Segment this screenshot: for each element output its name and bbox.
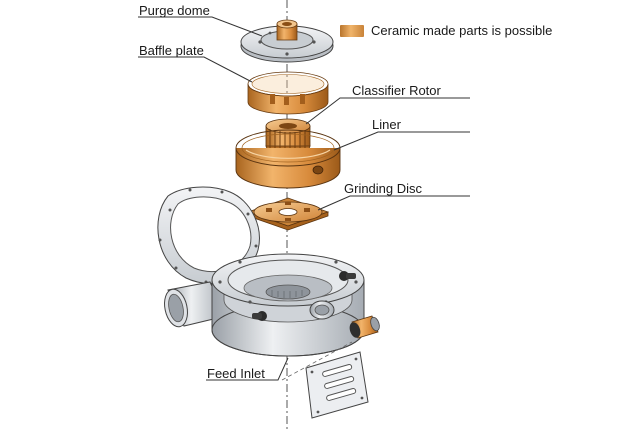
leader-liner <box>333 131 470 151</box>
inspection-plate-part <box>305 351 369 419</box>
leader-baffle-plate <box>138 56 253 83</box>
label-classifier-rotor: Classifier Rotor <box>352 83 441 98</box>
leader-purge-dome <box>138 16 263 37</box>
label-purge-dome: Purge dome <box>139 3 210 18</box>
leader-classifier-rotor <box>305 97 470 125</box>
label-baffle-plate: Baffle plate <box>139 43 204 58</box>
mill-housing-part <box>211 253 365 357</box>
grinding-disc-part <box>246 197 330 231</box>
classifier-rotor-part <box>265 118 311 154</box>
leader-lines <box>138 16 470 381</box>
label-feed-inlet: Feed Inlet <box>207 366 265 381</box>
leader-grinding-disc <box>317 195 470 211</box>
label-grinding-disc: Grinding Disc <box>344 181 423 196</box>
purge-dome-part <box>240 19 334 63</box>
cover-flange-part <box>157 186 260 284</box>
leader-feed-inlet <box>206 357 289 381</box>
nozzle-part <box>349 315 380 339</box>
baffle-plate-part <box>247 71 329 115</box>
legend-text: Ceramic made parts is possible <box>371 23 553 38</box>
liner-part <box>235 129 341 189</box>
label-liner: Liner <box>372 117 401 132</box>
legend-swatch <box>340 25 364 37</box>
